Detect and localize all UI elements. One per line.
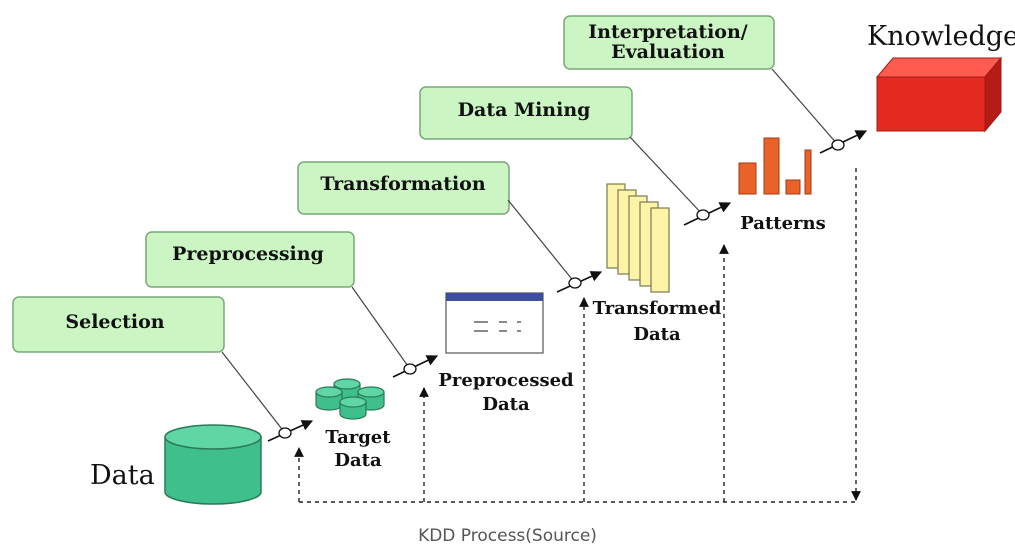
step-preprocessing-box: Preprocessing: [145, 231, 355, 288]
target-data-icon: [315, 378, 385, 420]
step-interpretation-label-line2: Evaluation: [611, 41, 725, 63]
knowledge-cube-icon: [875, 56, 1003, 133]
patterns-bars-icon: [738, 137, 812, 195]
transition-arrows: [267, 130, 868, 442]
feedback-lines: [294, 168, 861, 503]
step-interpretation-label-line1: Interpretation/: [588, 21, 748, 43]
step-data-mining-box: Data Mining: [419, 86, 633, 140]
step-interpretation-box: Interpretation/ Evaluation: [563, 15, 775, 70]
data-label: Data: [90, 460, 155, 491]
transformed-data-icon: [606, 183, 670, 293]
transition-arrow-3: [556, 271, 603, 293]
transition-arrow-4: [683, 202, 732, 226]
leader-lines: [221, 68, 839, 434]
step-selection-label: Selection: [65, 311, 164, 333]
step-data-mining-label: Data Mining: [458, 99, 591, 121]
preprocessed-data-label-line2: Data: [482, 394, 530, 415]
step-transformation-label: Transformation: [320, 173, 486, 195]
patterns-label: Patterns: [740, 213, 826, 234]
knowledge-label: Knowledge: [867, 21, 1015, 52]
preprocessed-data-label-line1: Preprocessed: [438, 370, 574, 391]
transition-arrow-1: [267, 420, 314, 442]
preprocessed-data-icon: [445, 292, 544, 354]
transformed-data-label-line2: Data: [633, 324, 681, 345]
target-data-label-line2: Data: [334, 450, 382, 471]
transition-arrow-2: [392, 355, 439, 378]
step-preprocessing-label: Preprocessing: [172, 243, 324, 265]
data-cylinder-icon: [164, 424, 262, 505]
figure-caption: KDD Process(Source): [418, 526, 597, 546]
step-selection-box: Selection: [12, 296, 225, 353]
transition-arrow-5: [819, 130, 868, 154]
target-data-label-line1: Target: [325, 427, 391, 448]
transformed-data-label-line1: Transformed: [593, 298, 722, 319]
step-transformation-box: Transformation: [297, 161, 510, 215]
